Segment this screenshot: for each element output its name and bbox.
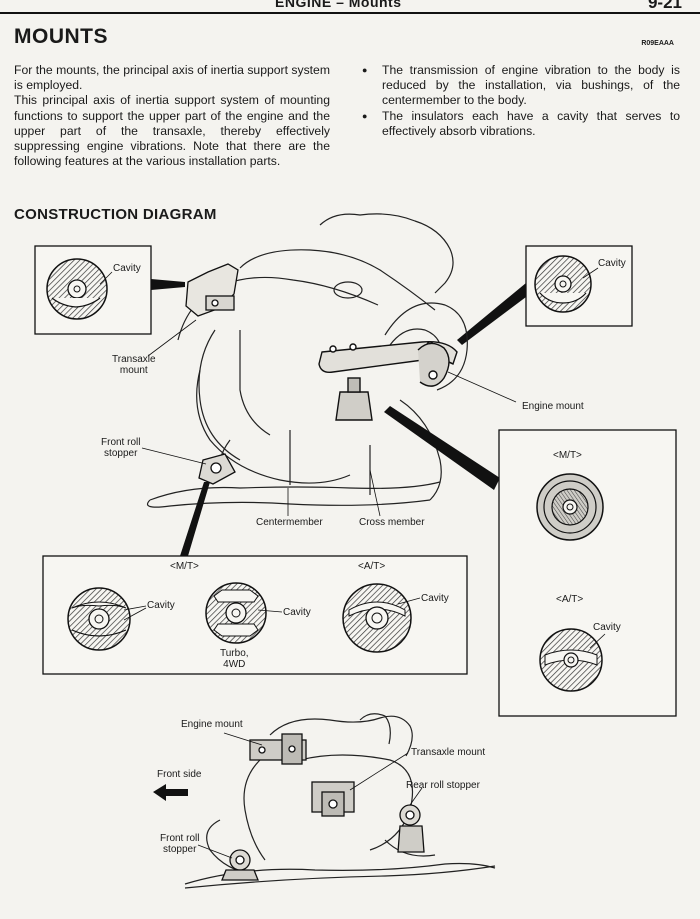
inset-transaxle-mount [34, 245, 152, 335]
label-mt: <M/T> [553, 450, 582, 461]
label-cavity: Cavity [147, 600, 175, 611]
label-transaxle-mount: Transaxle mount [112, 354, 156, 376]
label-cavity: Cavity [598, 258, 626, 269]
page-number: 9-21 [647, 0, 682, 12]
inset-engine-mount [525, 245, 633, 327]
lower-transaxle-mount-part [311, 781, 355, 817]
lower-engine-mount-part [249, 733, 307, 765]
intro-paragraph: For the mounts, the principal axis of in… [14, 63, 330, 93]
lower-overview-sketch [184, 713, 496, 889]
label-front-roll-stopper-lower: Front roll stopper [160, 833, 200, 855]
intro-paragraph: This principal axis of inertia support s… [14, 93, 330, 169]
header-title: ENGINE – Mounts [275, 0, 402, 10]
section-code: R09EAAA [641, 40, 674, 47]
label-front-side: Front side [157, 769, 202, 780]
lower-front-roll-stopper-part [221, 849, 259, 881]
label-cavity: Cavity [421, 593, 449, 604]
front-side-arrow-icon [153, 784, 188, 801]
label-rear-roll-stopper: Rear roll stopper [406, 780, 480, 791]
label-centermember: Centermember [256, 517, 323, 528]
engine-mount-part [318, 341, 458, 421]
label-transaxle-mount-lower: Transaxle mount [411, 747, 486, 758]
label-at: <A/T> [556, 594, 584, 605]
label-at: <A/T> [358, 561, 386, 572]
leader-lines [141, 319, 517, 517]
feature-item: The insulators each have a cavity that s… [362, 109, 680, 139]
feature-list: The transmission of engine vibration to … [362, 63, 680, 139]
lower-rear-roll-stopper-part [397, 804, 425, 853]
lower-leader-lines [197, 732, 423, 859]
transaxle-mount-part [185, 263, 239, 317]
label-engine-mount-lower: Engine mount [181, 719, 243, 730]
front-roll-stopper-part [198, 453, 236, 485]
feature-item: The transmission of engine vibration to … [362, 63, 680, 109]
label-cavity: Cavity [593, 622, 621, 633]
label-cavity: Cavity [283, 607, 311, 618]
label-cavity: Cavity [113, 263, 141, 274]
label-mt: <M/T> [170, 561, 199, 572]
label-turbo-4wd: Turbo, 4WD [220, 648, 249, 670]
page-header: ENGINE – Mounts 9-21 [0, 0, 700, 14]
section-title: MOUNTS [14, 25, 108, 48]
front-roll-stopper-insulator-box [42, 555, 468, 675]
label-front-roll-stopper: Front roll stopper [101, 437, 141, 459]
label-engine-mount: Engine mount [522, 401, 584, 412]
label-cross-member: Cross member [359, 517, 425, 528]
intro-text: For the mounts, the principal axis of in… [14, 63, 330, 169]
engine-mount-insulator-box [498, 429, 677, 717]
diagram-title: CONSTRUCTION DIAGRAM [14, 206, 217, 223]
